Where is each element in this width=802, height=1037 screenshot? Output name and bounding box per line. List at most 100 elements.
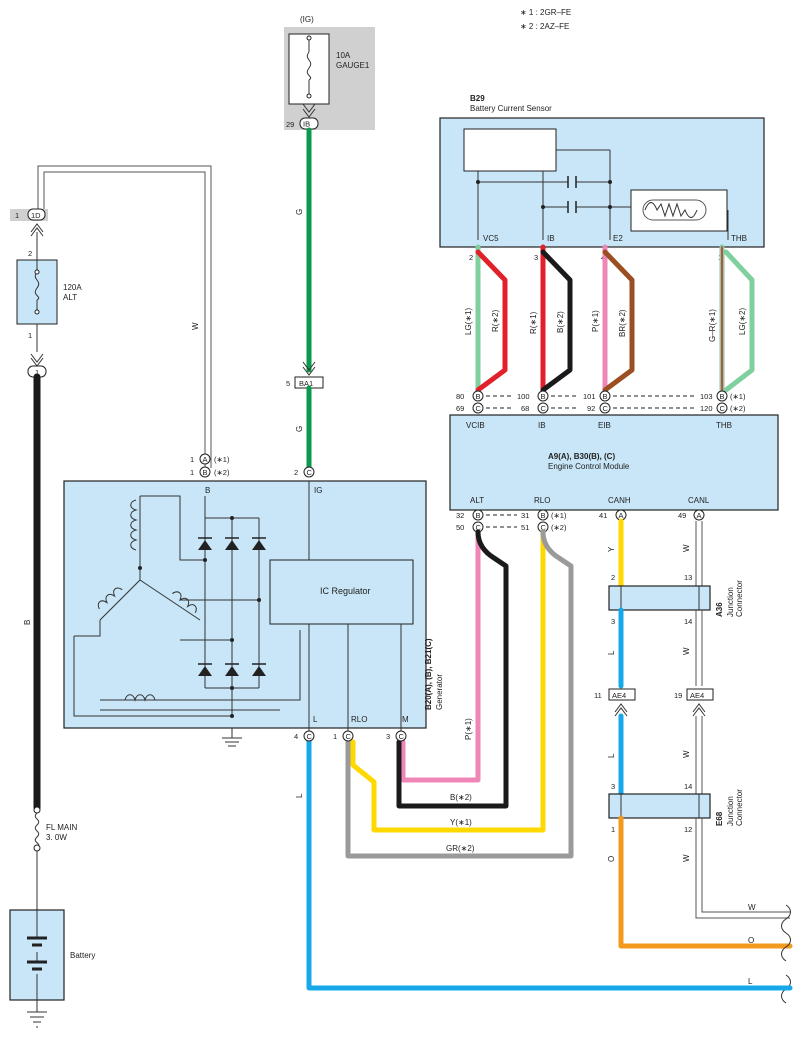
svg-text:(∗2): (∗2) bbox=[730, 404, 746, 413]
svg-text:(∗1): (∗1) bbox=[551, 511, 567, 520]
alt-conn-pin: 1 bbox=[15, 211, 19, 220]
svg-text:RLO: RLO bbox=[351, 715, 367, 724]
wire-label-gr2: GR(∗2) bbox=[446, 844, 475, 853]
wire-o bbox=[618, 815, 793, 949]
sensor-term-e2: E2 bbox=[613, 234, 623, 243]
alt-conn-label: 1D bbox=[31, 211, 41, 220]
svg-text:C: C bbox=[476, 523, 482, 532]
svg-text:19: 19 bbox=[674, 691, 682, 700]
ba1-arrow bbox=[302, 361, 316, 376]
wire-label-gr1: G–R(∗1) bbox=[708, 309, 717, 342]
wire-gr2-rlo bbox=[345, 529, 574, 859]
wire-b2-alt bbox=[396, 529, 509, 809]
connector-ae4: 11 AE4 19 AE4 bbox=[594, 688, 714, 717]
wire-w-out bbox=[695, 818, 790, 919]
ecm-name: Engine Control Module bbox=[548, 462, 630, 471]
svg-text:69: 69 bbox=[456, 404, 464, 413]
svg-text:C: C bbox=[720, 404, 726, 413]
svg-text:68: 68 bbox=[521, 404, 529, 413]
legend-note-2: ∗ 2 : 2AZ–FE bbox=[520, 22, 569, 31]
wire-label-l1: L bbox=[607, 650, 616, 655]
svg-text:IG: IG bbox=[314, 486, 322, 495]
ecm-term-rlo: RLO bbox=[534, 496, 550, 505]
ecm-term-canh: CANH bbox=[608, 496, 631, 505]
wire-label-w2: W bbox=[682, 647, 691, 655]
svg-text:BA1: BA1 bbox=[299, 379, 313, 388]
ecm-term-alt: ALT bbox=[470, 496, 484, 505]
gauge-fuse-name: GAUGE1 bbox=[336, 61, 370, 70]
generator: 1 A (∗1) 1 B (∗2) 2 C B IG L RLO M bbox=[63, 453, 444, 747]
svg-text:2: 2 bbox=[611, 573, 615, 582]
svg-text:Connector: Connector bbox=[735, 580, 744, 617]
svg-text:C: C bbox=[307, 468, 313, 477]
sensor-term-vc5: VC5 bbox=[483, 234, 499, 243]
wire-label-g1: G bbox=[295, 209, 304, 215]
svg-text:120: 120 bbox=[700, 404, 713, 413]
svg-text:A36: A36 bbox=[715, 602, 724, 617]
wire-label-l-out: L bbox=[748, 977, 753, 986]
battery-current-sensor: B29 Battery Current Sensor VC5 IB E2 THB… bbox=[439, 94, 765, 262]
wire-b2 bbox=[540, 249, 573, 393]
wire-label-br2: BR(∗2) bbox=[618, 309, 627, 337]
ecm-term-ib: IB bbox=[538, 421, 546, 430]
junction-connector-a36: 2 13 3 14 A36 Junction Connector bbox=[608, 573, 744, 626]
sensor-term-ib: IB bbox=[547, 234, 555, 243]
svg-text:49: 49 bbox=[678, 511, 686, 520]
svg-text:(∗1): (∗1) bbox=[730, 392, 746, 401]
ecm-term-thb: THB bbox=[716, 421, 732, 430]
battery-label: Battery bbox=[70, 951, 95, 960]
svg-text:51: 51 bbox=[521, 523, 529, 532]
fl-main-size: 3. 0W bbox=[46, 833, 67, 842]
ecm-term-vcib: VCIB bbox=[466, 421, 485, 430]
alt-fuse-pin-bot: 1 bbox=[28, 331, 32, 340]
wire-label-r1: R(∗1) bbox=[529, 311, 538, 334]
wire-lg2 bbox=[723, 249, 755, 393]
svg-text:B: B bbox=[476, 511, 481, 520]
legend-note-1: ∗ 1 : 2GR–FE bbox=[520, 8, 571, 17]
svg-text:1: 1 bbox=[190, 468, 194, 477]
svg-text:C: C bbox=[399, 732, 405, 741]
wire-label-lg2: LG(∗2) bbox=[738, 308, 747, 335]
svg-text:A: A bbox=[697, 511, 702, 520]
svg-text:101: 101 bbox=[583, 392, 596, 401]
wire-label-b2: B(∗2) bbox=[556, 311, 565, 333]
wire-label-y: Y bbox=[607, 546, 616, 552]
wire-label-l2: L bbox=[607, 753, 616, 758]
svg-text:(∗1): (∗1) bbox=[214, 455, 230, 464]
alt-fuse-block: W 1 1D 2 120A ALT 1 1 bbox=[10, 165, 212, 468]
generator-name: Generator bbox=[435, 674, 444, 710]
battery: Battery bbox=[9, 909, 95, 1028]
alt-fuse-amp: 120A bbox=[63, 283, 82, 292]
wire-label-w1: W bbox=[682, 544, 691, 552]
ecm-term-eib: EIB bbox=[598, 421, 611, 430]
ba1-pin-num: 5 bbox=[286, 379, 290, 388]
svg-text:B: B bbox=[541, 392, 546, 401]
svg-text:11: 11 bbox=[594, 691, 602, 700]
wire-p1-alt bbox=[400, 529, 481, 783]
svg-text:A: A bbox=[619, 511, 624, 520]
svg-text:C: C bbox=[476, 404, 482, 413]
ig-label: (IG) bbox=[300, 15, 314, 24]
sensor-pin-2: 2 bbox=[469, 253, 473, 262]
svg-text:(∗2): (∗2) bbox=[551, 523, 567, 532]
wire-br2 bbox=[602, 249, 635, 393]
wire-label-w4: W bbox=[682, 854, 691, 862]
svg-text:B: B bbox=[720, 392, 725, 401]
gauge-fuse-amp: 10A bbox=[336, 51, 351, 60]
sensor-term-thb: THB bbox=[731, 234, 747, 243]
wire-r2 bbox=[475, 249, 508, 393]
ic-regulator-label: IC Regulator bbox=[320, 586, 371, 596]
svg-text:80: 80 bbox=[456, 392, 464, 401]
svg-text:AE4: AE4 bbox=[690, 691, 704, 700]
wire-label-w-alt: W bbox=[191, 322, 200, 330]
wire-label-l-gen: L bbox=[295, 793, 304, 798]
svg-text:2: 2 bbox=[294, 468, 298, 477]
svg-text:(∗2): (∗2) bbox=[214, 468, 230, 477]
svg-text:3: 3 bbox=[386, 732, 390, 741]
svg-text:L: L bbox=[313, 715, 318, 724]
alt-fuse-name: ALT bbox=[63, 293, 77, 302]
svg-text:1: 1 bbox=[611, 825, 615, 834]
svg-text:103: 103 bbox=[700, 392, 713, 401]
wire-l-gen bbox=[306, 739, 793, 991]
